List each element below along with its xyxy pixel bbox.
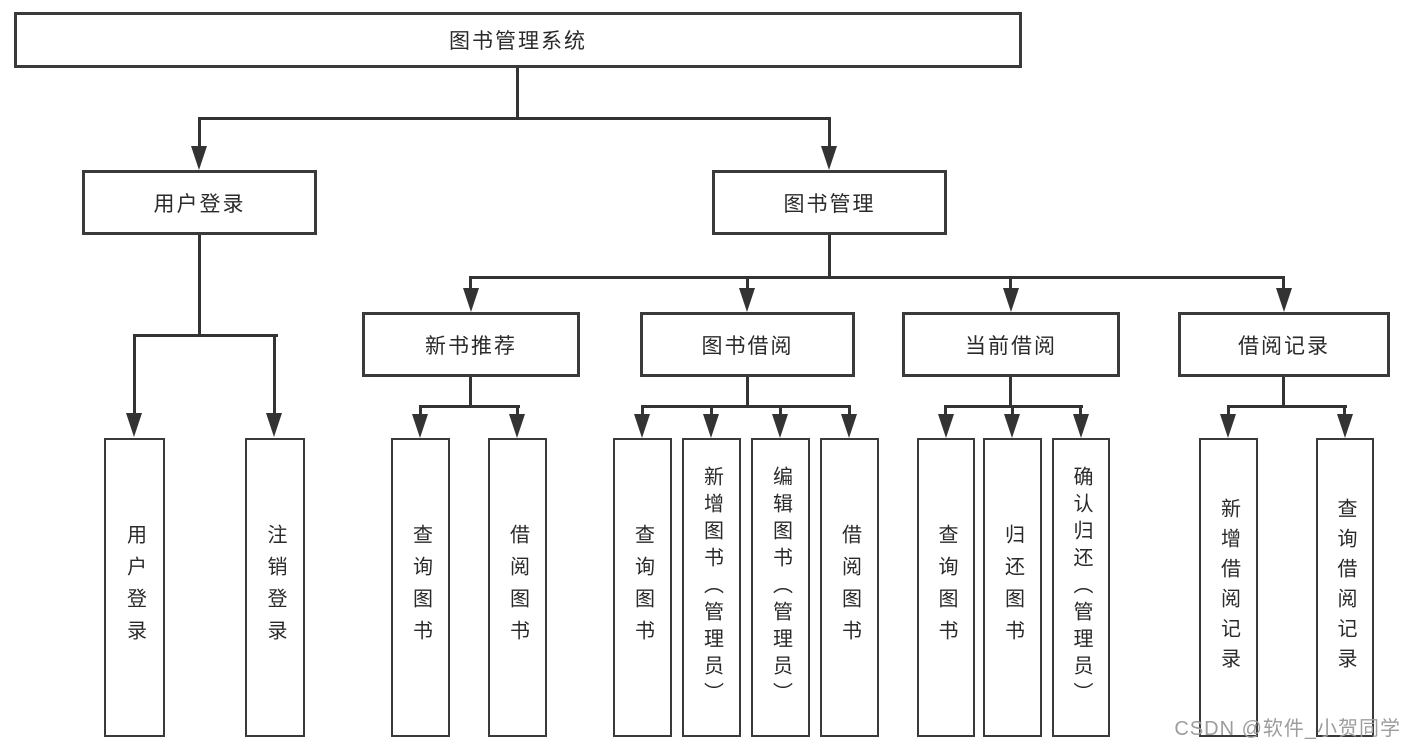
leaf-newbook-query-books-label: 查询图书 (409, 523, 432, 652)
connector-drop-current-borrow (1009, 276, 1012, 289)
connector-current-borrow-stem (1009, 377, 1012, 408)
node-new-book-recommend-label: 新书推荐 (425, 334, 517, 358)
node-book-mgmt-label: 图书管理 (783, 192, 876, 216)
node-borrow-records: 借阅记录 (1178, 312, 1390, 377)
node-borrow-records-label: 借阅记录 (1238, 334, 1330, 358)
connector-user-login-rail (133, 334, 278, 337)
leaf-records-add-record-label: 新增借阅记录 (1217, 497, 1240, 678)
leaf-borrow-add-books-admin-label: 新增图书（管理员） (700, 466, 723, 709)
leaf-current-query-books-label: 查询图书 (935, 523, 957, 652)
leaf-current-return-books: 归还图书 (983, 438, 1042, 737)
leaf-records-query-record-label: 查询借阅记录 (1334, 497, 1356, 678)
node-current-borrow: 当前借阅 (902, 312, 1120, 377)
leaf-borrow-query-books: 查询图书 (613, 438, 672, 737)
connector-book-borrow-rail (641, 405, 851, 408)
leaf-borrow-add-books-admin: 新增图书（管理员） (682, 438, 741, 737)
connector-root-stem (516, 68, 519, 119)
connector-book-borrow-stem (746, 377, 749, 408)
connector-book-mgmt-stem (828, 235, 831, 279)
arrowhead-down-icon (821, 146, 837, 170)
arrowhead-down-icon (1003, 288, 1019, 312)
node-new-book-recommend: 新书推荐 (362, 312, 580, 377)
arrowhead-down-icon (703, 414, 719, 438)
leaf-borrow-query-books-label: 查询图书 (631, 523, 654, 652)
node-root: 图书管理系统 (14, 12, 1022, 68)
leaf-logout-label: 注销登录 (264, 523, 286, 652)
arrowhead-down-icon (772, 414, 788, 438)
connector-drop (1343, 405, 1346, 415)
leaf-current-confirm-return-admin-label: 确认归还（管理员） (1070, 466, 1092, 709)
leaf-borrow-edit-books-admin-label: 编辑图书（管理员） (769, 466, 792, 709)
connector-drop-leaf-user-login (133, 334, 136, 413)
leaf-borrow-borrow-books-label: 借阅图书 (838, 523, 861, 652)
csdn-watermark: CSDN @软件_小贺同学 (1174, 718, 1401, 740)
arrowhead-down-icon (1276, 288, 1292, 312)
node-book-mgmt: 图书管理 (712, 170, 947, 235)
leaf-records-add-record: 新增借阅记录 (1199, 438, 1258, 737)
leaf-current-return-books-label: 归还图书 (1001, 523, 1024, 652)
connector-borrow-records-rail (1227, 405, 1347, 408)
arrowhead-down-icon (463, 288, 479, 312)
leaf-current-query-books: 查询图书 (917, 438, 975, 737)
connector-drop (1079, 405, 1082, 415)
node-user-login: 用户登录 (82, 170, 317, 235)
connector-drop (848, 405, 851, 415)
connector-drop-borrow-records (1282, 276, 1285, 289)
node-current-borrow-label: 当前借阅 (965, 334, 1057, 358)
connector-drop (944, 405, 947, 415)
connector-drop (1011, 405, 1014, 415)
arrowhead-down-icon (1337, 414, 1353, 438)
arrowhead-down-icon (126, 413, 142, 437)
arrowhead-down-icon (634, 414, 650, 438)
node-book-borrow-label: 图书借阅 (701, 334, 794, 358)
connector-drop (779, 405, 782, 415)
arrowhead-down-icon (412, 414, 428, 438)
connector-drop (641, 405, 644, 415)
connector-new-book-rail (419, 405, 520, 408)
connector-drop (710, 405, 713, 415)
arrowhead-down-icon (266, 413, 282, 437)
connector-drop-leaf-logout (273, 334, 276, 413)
connector-new-book-stem (469, 377, 472, 408)
arrowhead-down-icon (1220, 414, 1236, 438)
node-root-label: 图书管理系统 (449, 30, 587, 53)
leaf-borrow-borrow-books: 借阅图书 (820, 438, 879, 737)
connector-drop (1227, 405, 1230, 415)
connector-drop-new-book (469, 276, 472, 289)
node-book-borrow: 图书借阅 (640, 312, 855, 377)
leaf-newbook-borrow-books: 借阅图书 (488, 438, 547, 737)
connector-drop-book-borrow (746, 276, 749, 289)
connector-drop (419, 405, 422, 415)
leaf-newbook-query-books: 查询图书 (391, 438, 450, 737)
connector-borrow-records-stem (1282, 377, 1285, 408)
arrowhead-down-icon (509, 414, 525, 438)
node-user-login-label: 用户登录 (153, 192, 246, 216)
connector-user-login-stem (198, 235, 201, 336)
arrowhead-down-icon (841, 414, 857, 438)
connector-drop (516, 405, 519, 415)
leaf-user-login-label: 用户登录 (123, 523, 146, 652)
arrowhead-down-icon (938, 414, 954, 438)
connector-drop-book-mgmt (828, 117, 831, 147)
leaf-logout: 注销登录 (245, 438, 305, 737)
leaf-user-login: 用户登录 (104, 438, 165, 737)
connector-root-rail (198, 117, 831, 120)
connector-drop-user-login (198, 117, 201, 147)
arrowhead-down-icon (191, 146, 207, 170)
arrowhead-down-icon (739, 288, 755, 312)
connector-book-mgmt-rail (471, 276, 1285, 279)
leaf-records-query-record: 查询借阅记录 (1316, 438, 1374, 737)
arrowhead-down-icon (1004, 414, 1020, 438)
leaf-borrow-edit-books-admin: 编辑图书（管理员） (751, 438, 810, 737)
leaf-current-confirm-return-admin: 确认归还（管理员） (1052, 438, 1110, 737)
arrowhead-down-icon (1073, 414, 1089, 438)
leaf-newbook-borrow-books-label: 借阅图书 (506, 523, 529, 652)
